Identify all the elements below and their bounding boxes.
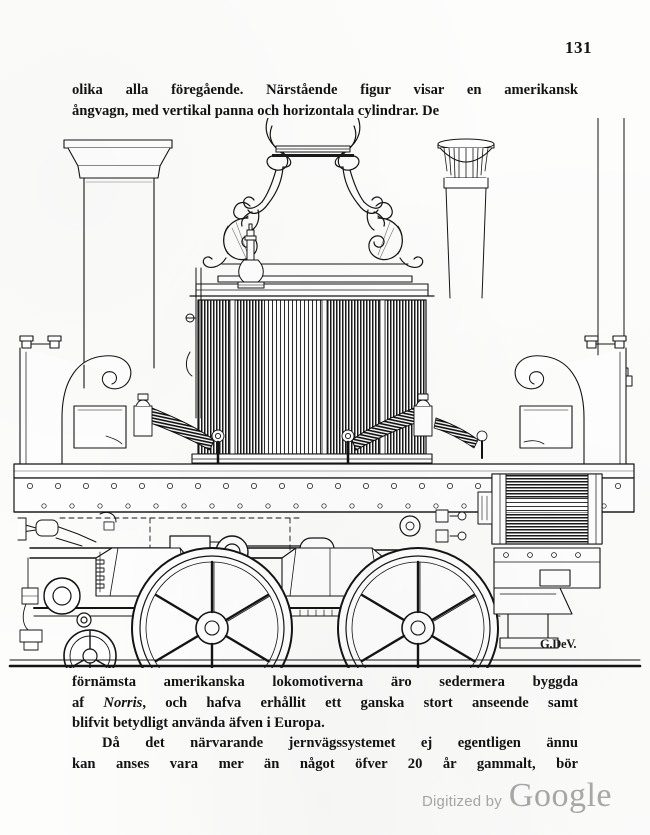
body-text-bottom-1: förnämsta amerikanska lokomotiverna äro … bbox=[72, 672, 578, 734]
watermark-lead-text: Digitized by bbox=[421, 793, 502, 810]
engraving-canvas bbox=[8, 118, 642, 668]
page-number: 131 bbox=[565, 38, 592, 57]
pipe-fittings-left bbox=[19, 557, 43, 651]
overhead-crossbeam bbox=[272, 145, 354, 157]
valve-fittings-right bbox=[399, 509, 467, 543]
locomotive-engraving bbox=[0, 118, 650, 668]
leaf-spring-far-right bbox=[433, 417, 488, 459]
driving-wheel-front bbox=[131, 547, 293, 668]
iron-scroll-hanger-right bbox=[334, 118, 424, 268]
text-line: kan anses vara mer än något öfver 20 år … bbox=[72, 755, 578, 772]
leaf-spring-right bbox=[341, 393, 433, 466]
standpipe bbox=[185, 267, 202, 419]
leaf-spring-left bbox=[133, 393, 225, 466]
leading-wheel bbox=[63, 629, 117, 668]
text-line: olika alla föregående. Närstående figur … bbox=[72, 82, 578, 98]
horizontal-cylinder bbox=[477, 473, 603, 545]
text-line: Då det närvarande jernvägssystemet ej eg… bbox=[102, 735, 578, 751]
scroll-panel-right bbox=[514, 335, 629, 479]
watermark-brand-text: Google bbox=[508, 777, 612, 814]
safety-valve bbox=[237, 223, 265, 289]
text-line: ångvagn, med vertikal panna och horizont… bbox=[72, 102, 440, 119]
text-line: blifvit betydligt använda äfven i Europa… bbox=[72, 715, 325, 731]
driving-wheel-rear bbox=[337, 547, 499, 668]
body-text-top: olika alla föregående. Närstående figur … bbox=[72, 80, 578, 121]
rear-underframe bbox=[493, 547, 601, 649]
rail-ground-line bbox=[8, 659, 642, 668]
body-text-bottom-2: Då det närvarande jernvägssystemet ej eg… bbox=[72, 733, 578, 774]
digitization-watermark: Digitized by Google bbox=[422, 779, 612, 813]
text-line-with-italic: af Norris, och hafva erhållit ett ganska… bbox=[72, 693, 578, 714]
text-line: förnämsta amerikanska lokomotiverna äro … bbox=[72, 674, 578, 690]
engraver-signature: G.DeV. bbox=[540, 637, 577, 651]
scroll-panel-left bbox=[17, 335, 132, 479]
architecture-column-right bbox=[437, 138, 495, 299]
architecture-column-left bbox=[63, 139, 173, 389]
italic-name: Norris bbox=[103, 694, 143, 711]
text-segment: af bbox=[72, 694, 104, 711]
text-segment: , och hafva erhållit ett ganska stort an… bbox=[142, 694, 578, 711]
vertical-boiler bbox=[189, 283, 435, 464]
